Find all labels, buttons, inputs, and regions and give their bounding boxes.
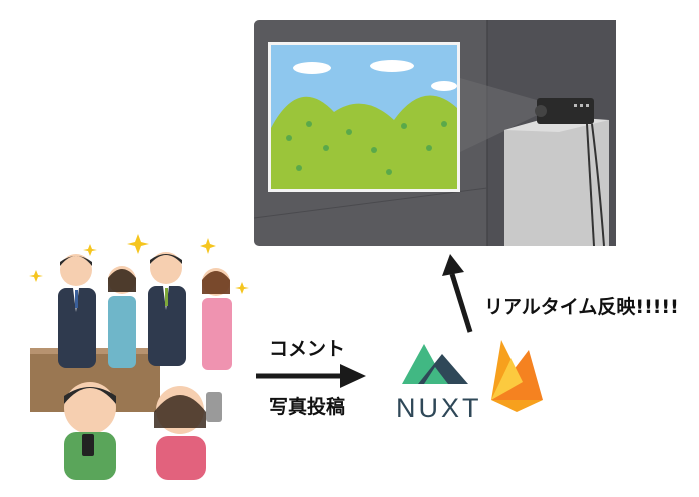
nuxt-logo-icon	[402, 344, 468, 384]
arrow-right-icon	[256, 364, 366, 388]
party-people-illustration	[29, 234, 249, 480]
photo-post-label: 写真投稿	[269, 396, 346, 418]
firebase-logo-icon	[491, 340, 543, 412]
comment-label: コメント	[269, 338, 346, 360]
realtime-label: リアルタイム反映!!!!!	[484, 296, 679, 318]
arrow-up-icon	[442, 254, 473, 333]
nuxt-wordmark: NUXT	[396, 393, 482, 423]
projector-scene-illustration	[254, 20, 616, 246]
